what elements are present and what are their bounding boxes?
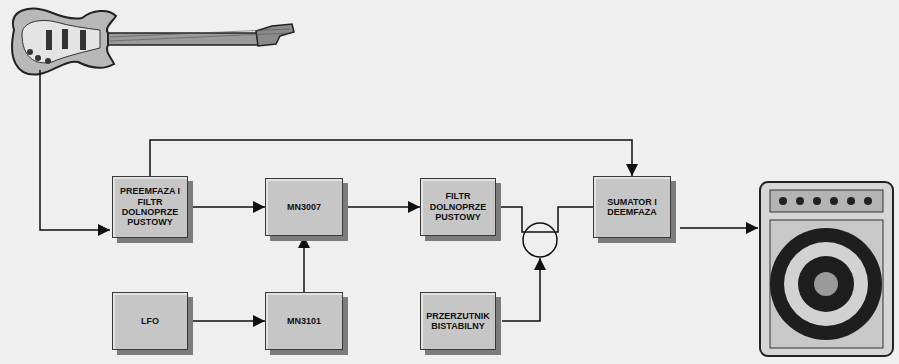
block-label: SUMATOR I DEEMFAZA (598, 197, 666, 218)
guitar-illustration (256, 24, 294, 46)
guitar-illustration (22, 21, 100, 63)
block-label: MN3007 (287, 202, 321, 212)
connector-layer (150, 140, 632, 321)
amplifier-illustration (770, 220, 883, 348)
amplifier-illustration (796, 197, 804, 205)
guitar-illustration (12, 9, 294, 75)
process-block: LFO (112, 292, 188, 350)
block-label: LFO (141, 316, 159, 326)
process-block: PREEMFAZA I FILTR DOLNOPRZE PUSTOWY (112, 176, 188, 238)
guitar-illustration (35, 55, 41, 61)
amplifier-illustration (760, 182, 893, 356)
guitar-illustration (12, 9, 116, 75)
signal-connector (343, 206, 420, 208)
amplifier-illustration (770, 228, 882, 340)
gate-wire (502, 258, 540, 321)
signal-connector (150, 140, 632, 176)
amplifier-illustration (770, 190, 883, 212)
signal-connector (188, 320, 265, 322)
amplifier-illustration (784, 242, 868, 326)
amplifier-illustration (813, 197, 821, 205)
signal-connector (188, 206, 265, 208)
block-label: FILTR DOLNOPRZE PUSTOWY (425, 191, 491, 222)
process-block: FILTR DOLNOPRZE PUSTOWY (420, 178, 496, 236)
guitar-illustration (106, 33, 258, 45)
guitar-illustration (27, 49, 33, 55)
amplifier-illustration (847, 197, 855, 205)
guitar-illustration (46, 30, 52, 50)
guitar-illustration (110, 29, 290, 37)
block-label: MN3101 (287, 316, 321, 326)
block-label: PRZERZUTNIK BISTABILNY (425, 311, 491, 332)
amplifier-illustration (830, 197, 838, 205)
amplifier-illustration (760, 182, 893, 356)
amplifier-illustration (779, 197, 787, 205)
input-wire (40, 70, 110, 230)
guitar-illustration (80, 30, 86, 50)
process-block: MN3101 (265, 292, 343, 350)
process-block: PRZERZUTNIK BISTABILNY (420, 292, 496, 350)
signal-connector (303, 236, 305, 292)
amplifier-illustration (864, 197, 872, 205)
fet-switch-symbol (523, 223, 557, 257)
amplifier-illustration (814, 272, 838, 296)
process-block: MN3007 (265, 178, 343, 236)
process-block: SUMATOR I DEEMFAZA (593, 176, 671, 238)
amplifier-illustration (798, 256, 854, 312)
block-label: PREEMFAZA I FILTR DOLNOPRZE PUSTOWY (117, 186, 183, 227)
guitar-illustration (62, 29, 68, 49)
gate-wire (502, 258, 540, 321)
input-wire (40, 70, 110, 230)
signal-connector (496, 207, 593, 232)
guitar-illustration (45, 58, 51, 64)
output-wire (680, 228, 758, 229)
guitar-illustration (110, 33, 290, 41)
output-wire (680, 227, 758, 229)
fet-switch-symbol (523, 223, 557, 257)
